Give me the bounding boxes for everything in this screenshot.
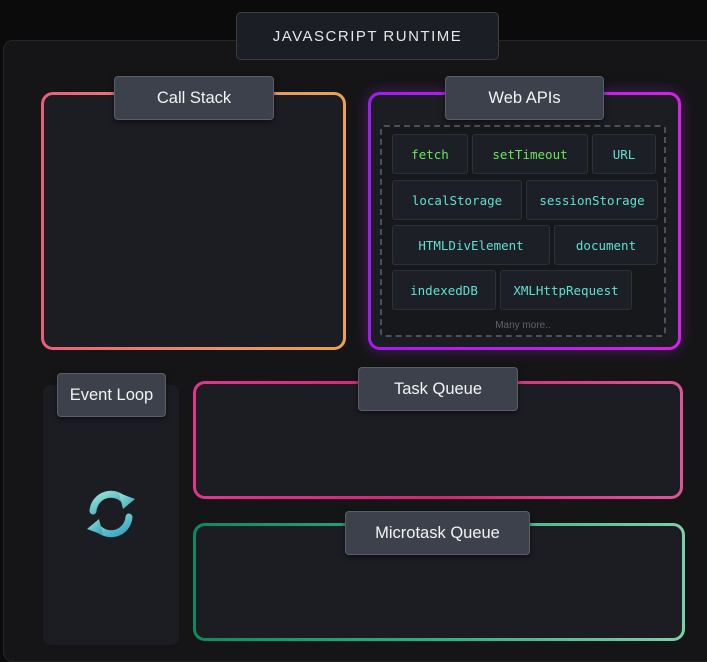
microtask-queue-label: Microtask Queue — [345, 511, 530, 555]
task-queue-label: Task Queue — [358, 367, 518, 411]
call-stack-area — [44, 95, 343, 347]
api-indexeddb: indexedDB — [392, 270, 496, 310]
event-loop-label: Event Loop — [57, 373, 166, 417]
task-queue-panel — [193, 381, 683, 499]
many-more-text: Many more.. — [495, 320, 551, 331]
runtime-title: JAVASCRIPT RUNTIME — [236, 12, 499, 60]
api-settimeout: setTimeout — [472, 134, 588, 174]
api-url: URL — [592, 134, 656, 174]
web-apis-grid: fetch setTimeout URL localStorage sessio… — [380, 125, 666, 337]
web-apis-label: Web APIs — [445, 76, 604, 120]
api-document: document — [554, 225, 658, 265]
refresh-icon — [87, 490, 135, 538]
event-loop-panel — [43, 385, 179, 645]
api-xmlhttprequest: XMLHttpRequest — [500, 270, 632, 310]
call-stack-label: Call Stack — [114, 76, 274, 120]
api-htmldivelement: HTMLDivElement — [392, 225, 550, 265]
api-sessionstorage: sessionStorage — [526, 180, 658, 220]
call-stack-panel — [41, 92, 346, 350]
api-fetch: fetch — [392, 134, 468, 174]
api-localstorage: localStorage — [392, 180, 522, 220]
